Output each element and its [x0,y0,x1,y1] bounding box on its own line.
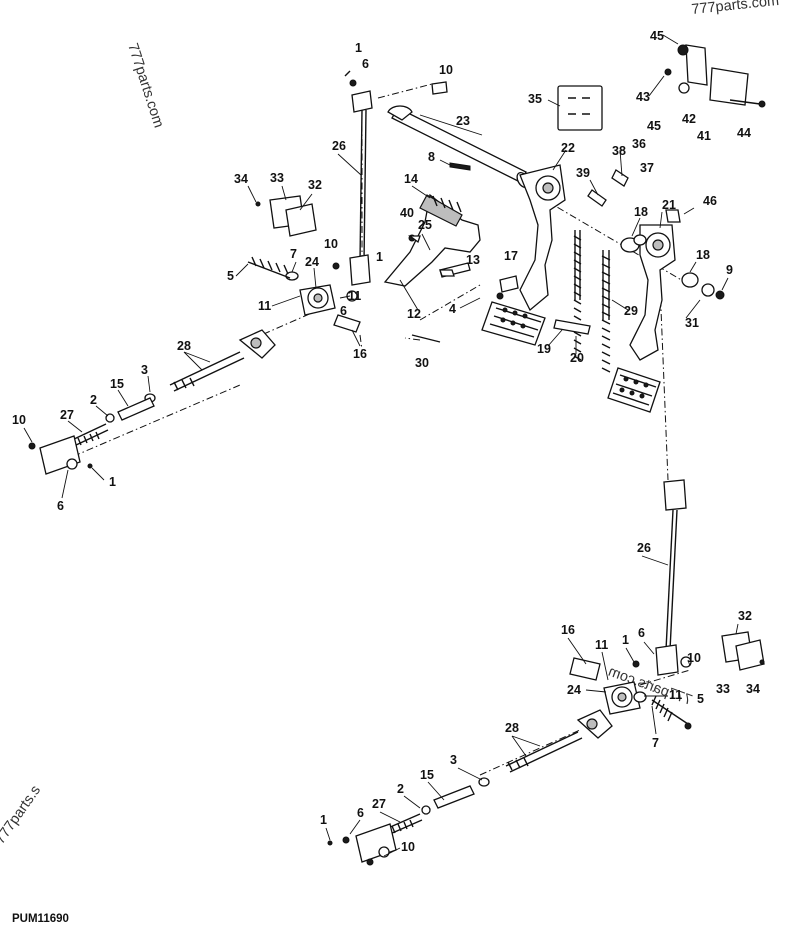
callout-label: 17 [504,249,518,263]
callout-label: 44 [737,126,751,140]
callout-label: 37 [640,161,654,175]
callout-label: 7 [290,247,297,261]
callout-label: 21 [662,198,676,212]
callout-label: 5 [227,269,234,283]
callout-label: 3 [450,753,457,767]
callout-label: 11 [348,289,361,303]
callout-label: 11 [258,299,271,313]
callout-label: 1 [376,250,383,264]
callout-label: 24 [305,255,319,269]
callout-label: 12 [407,307,421,321]
callout-label: 39 [576,166,590,180]
centerlines [59,83,691,776]
callout-label: 19 [537,342,551,356]
callout-label: 20 [570,351,584,365]
callout-label: 22 [561,141,575,155]
callout-label: 11 [669,688,682,702]
callout-label: 45 [647,119,661,133]
callout-label: 38 [612,144,626,158]
callout-label: 32 [308,178,322,192]
callout-label: 34 [746,682,760,696]
callout-label: 40 [400,206,414,220]
callout-label: 6 [357,806,364,820]
callout-label: 6 [362,57,369,71]
callout-label: 23 [456,114,470,128]
upper-rod [344,70,448,286]
callout-label: 9 [726,263,733,277]
callout-label: 16 [561,623,575,637]
callout-label: 29 [624,304,638,318]
callout-label: 33 [270,171,284,185]
callout-label: 3 [141,363,148,377]
callout-label: 28 [177,339,191,353]
lower-linkage [327,709,613,866]
callout-label: 8 [428,150,435,164]
callout-label: 1 [320,813,327,827]
figure-id: PUM11690 [12,913,69,925]
callout-label: 41 [697,129,711,143]
upper-left-linkage [28,329,276,475]
watermark: 777parts.com [691,0,780,18]
callout-label: 27 [60,408,74,422]
left-pedal [481,164,566,346]
callout-label: 43 [636,90,650,104]
callout-label: 46 [703,194,717,208]
callout-label: 15 [110,377,124,391]
latch-assembly [664,44,766,108]
lower-rod [655,479,692,676]
callout-label: 1 [622,633,629,647]
callout-label: 26 [332,139,346,153]
callout-label: 18 [696,248,710,262]
callout-label: 26 [637,541,651,555]
leader-lines [23,34,739,857]
decals [255,85,765,671]
watermark: 777parts.com [124,41,166,130]
callout-label: 18 [634,205,648,219]
callout-label: 45 [650,29,664,43]
callout-label: 27 [372,797,386,811]
callout-label: 6 [340,304,347,318]
callout-label: 36 [632,137,646,151]
callout-label: 14 [404,172,418,186]
callout-label: 34 [234,172,248,186]
callout-label: 42 [682,112,696,126]
callout-label: 35 [528,92,542,106]
callout-label: 6 [57,499,64,513]
callout-label: 1 [355,41,362,55]
callout-label: 28 [505,721,519,735]
callout-label: 30 [415,356,429,370]
callout-label: 25 [418,218,432,232]
callout-label: 10 [439,63,453,77]
callout-label: 31 [685,316,699,330]
callout-label: 33 [716,682,730,696]
callout-label: 5 [697,692,704,706]
bushings [587,169,725,300]
callout-label: 10 [401,840,415,854]
callouts: 1 6 10 23 26 35 45 43 45 42 41 44 8 22 3… [12,29,760,854]
callout-label: 6 [638,626,645,640]
callout-label: 7 [652,736,659,750]
right-pedal [607,224,676,413]
callout-label: 13 [466,253,480,267]
upper-pivot [247,256,361,333]
callout-label: 4 [449,302,456,316]
lower-pivot [569,657,692,730]
callout-label: 11 [595,638,608,652]
callout-label: 32 [738,609,752,623]
callout-label: 24 [567,683,581,697]
callout-label: 10 [12,413,26,427]
callout-label: 16 [353,347,367,361]
callout-label: 2 [397,782,404,796]
callout-label: 2 [90,393,97,407]
callout-label: 15 [420,768,434,782]
watermark: 777parts.s [0,783,44,848]
callout-label: 10 [324,237,338,251]
callout-label: 10 [687,651,701,665]
callout-label: 1 [109,475,116,489]
return-springs [553,230,611,373]
